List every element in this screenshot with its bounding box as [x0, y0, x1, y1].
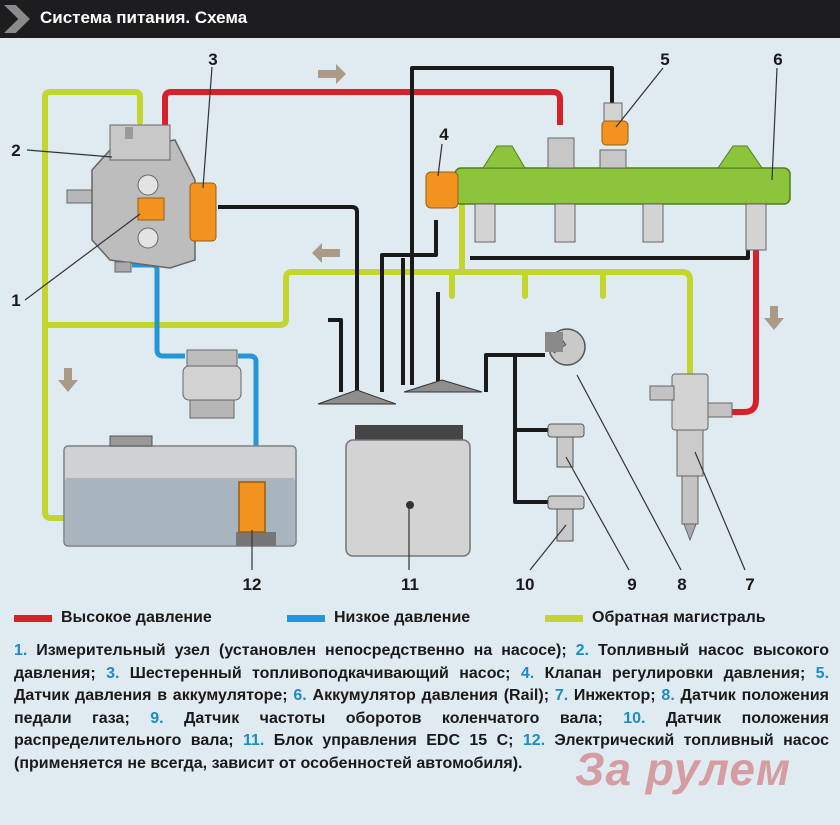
- legend-return-label: Обратная магистраль: [592, 609, 766, 626]
- caption-desc: Датчик частоты оборотов коленчатого вала…: [163, 709, 624, 727]
- legend-low-swatch: [287, 614, 325, 622]
- ecu-connector-right: [403, 379, 483, 393]
- watermark-logo: За рулем: [575, 743, 792, 795]
- rail-accumulator: [454, 137, 791, 251]
- fuel-system-diagram: 1 2 3 4 5 6 7 8 9 10 11 12: [11, 50, 791, 594]
- header-bar: Система питания. Схема: [0, 0, 840, 38]
- caption-num: 2.: [575, 642, 589, 659]
- return-line: [42, 89, 693, 521]
- electric-fuel-pump: [238, 481, 266, 533]
- legend-low-pressure: Низкое давление: [287, 609, 470, 627]
- high-pressure-pump: [66, 124, 196, 273]
- fuel-tank: [63, 435, 297, 547]
- injector: [649, 373, 733, 542]
- high-pressure-line: [162, 89, 759, 415]
- caption-desc: Электрический топливный насос (применяет…: [14, 732, 829, 772]
- caption-desc: Инжектор;: [568, 687, 662, 704]
- caption-desc: Датчик положения распределительного вала…: [14, 709, 829, 750]
- caption-num: 10.: [623, 709, 646, 727]
- caption-num: 3.: [106, 664, 120, 682]
- caption-desc: Шестеренный топливоподкачивающий насос;: [119, 664, 521, 682]
- electrical-wiring: [218, 66, 750, 504]
- caption-desc: Измерительный узел (установлен непосредс…: [27, 642, 576, 659]
- fuel-filter: [182, 349, 242, 419]
- callout-1: 1: [11, 291, 20, 310]
- legend-high-label: Высокое давление: [61, 609, 212, 626]
- flow-arrow-down-left: [58, 368, 78, 392]
- flow-arrows: [58, 64, 784, 392]
- caption-desc: Топливный насос высокого давления;: [14, 642, 829, 682]
- callout-2: 2: [11, 141, 20, 160]
- camshaft-position-sensor: [547, 495, 585, 542]
- pedal-position-sensor: [545, 328, 586, 366]
- caption-num: 8.: [661, 687, 675, 704]
- caption-desc: Аккумулятор давления (Rail);: [306, 687, 555, 704]
- caption-num: 6.: [293, 687, 307, 704]
- caption-desc: Блок управления EDC 15 C;: [264, 732, 523, 749]
- callout-6: 6: [773, 50, 782, 69]
- callout-7: 7: [745, 575, 754, 594]
- caption-num: 4.: [520, 664, 535, 682]
- metering-unit: [137, 197, 165, 221]
- caption-num: 9.: [150, 709, 164, 727]
- legend: Высокое давление Низкое давление Обратна…: [0, 605, 840, 635]
- legend-return-swatch: [545, 614, 583, 622]
- flow-arrow-down-right: [764, 306, 784, 330]
- legend-low-label: Низкое давление: [334, 609, 471, 626]
- callout-8: 8: [677, 575, 686, 594]
- caption-desc: Датчик давления в аккумуляторе;: [14, 687, 294, 704]
- flow-arrow-left: [312, 243, 340, 263]
- caption-num: 12.: [522, 732, 546, 749]
- callout-5: 5: [660, 50, 669, 69]
- callout-12: 12: [243, 575, 262, 594]
- caption-num: 7.: [554, 687, 569, 704]
- caption-desc: Клапан регулировки давления;: [534, 664, 816, 682]
- caption-desc: Датчик положения педали газа;: [14, 687, 830, 727]
- callout-3: 3: [208, 50, 217, 69]
- chevron-icon: [4, 5, 30, 33]
- leader-lines: [24, 66, 778, 571]
- crankshaft-speed-sensor: [547, 423, 585, 468]
- gear-pump: [189, 182, 217, 242]
- callout-11: 11: [401, 575, 419, 594]
- ecu-connector-left: [317, 389, 397, 405]
- callout-4: 4: [439, 125, 449, 144]
- legend-high-pressure: Высокое давление: [14, 609, 212, 627]
- legend-high-swatch: [14, 614, 52, 622]
- legend-return-line: Обратная магистраль: [545, 609, 766, 627]
- caption-text: 1. Измерительный узел (установлен непоср…: [14, 640, 829, 775]
- caption-num: 1.: [14, 642, 28, 659]
- ecu-control-unit: [345, 425, 471, 557]
- caption-num: 5.: [815, 664, 830, 682]
- caption-num: 11.: [243, 732, 265, 749]
- callout-9: 9: [627, 575, 636, 594]
- callout-10: 10: [516, 575, 535, 594]
- pressure-control-valve: [425, 171, 459, 209]
- rail-pressure-sensor: [601, 102, 629, 146]
- flow-arrow-right: [318, 64, 346, 84]
- page-title: Система питания. Схема: [40, 8, 248, 27]
